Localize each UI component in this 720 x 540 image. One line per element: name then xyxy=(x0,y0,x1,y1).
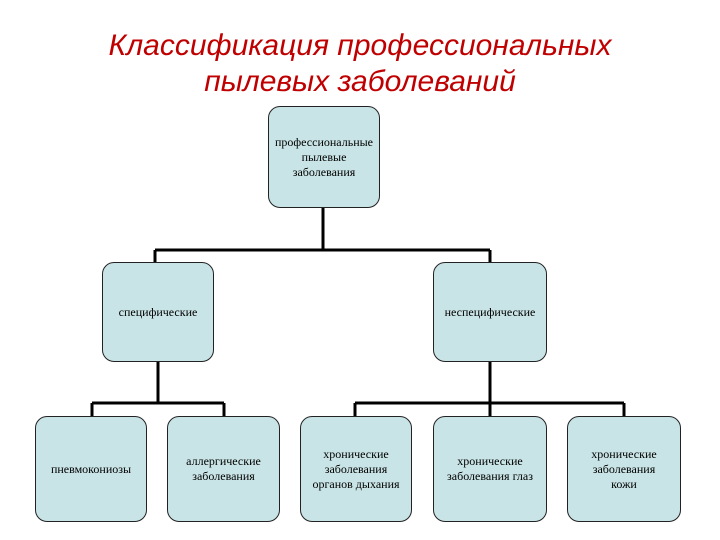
title-line-2: пылевых заболеваний xyxy=(204,65,516,98)
node-specific: специфические xyxy=(102,262,214,362)
node-label: хронические заболевания глаз xyxy=(447,454,533,483)
node-label: специфические xyxy=(118,304,198,319)
node-label: пневмокониозы xyxy=(50,461,132,476)
title-line-1: Классификация профессиональных xyxy=(108,29,612,62)
page-title: Классификация профессиональных пылевых з… xyxy=(0,28,720,100)
node-occupational-dust-diseases: профессиональные пылевые заболевания xyxy=(268,106,380,208)
node-label: хронические заболевания органов дыхания xyxy=(312,446,400,491)
node-nonspecific: неспецифические xyxy=(433,262,547,362)
node-allergic-diseases: аллергические заболевания xyxy=(167,416,280,522)
node-pneumoconioses: пневмокониозы xyxy=(35,416,147,522)
connector-specific-to-children xyxy=(90,362,226,416)
node-chronic-eye: хронические заболевания глаз xyxy=(433,416,547,522)
node-chronic-respiratory: хронические заболевания органов дыхания xyxy=(300,416,412,522)
connector-nonspecific-to-children xyxy=(353,362,626,416)
node-label: профессиональные пылевые заболевания xyxy=(274,134,374,179)
node-chronic-skin: хронические заболевания кожи xyxy=(567,416,681,522)
node-label: неспецифические xyxy=(444,304,536,319)
node-label: аллергические заболевания xyxy=(186,454,261,483)
connector-root-to-level1 xyxy=(153,208,492,262)
node-label: хронические заболевания кожи xyxy=(591,446,657,491)
